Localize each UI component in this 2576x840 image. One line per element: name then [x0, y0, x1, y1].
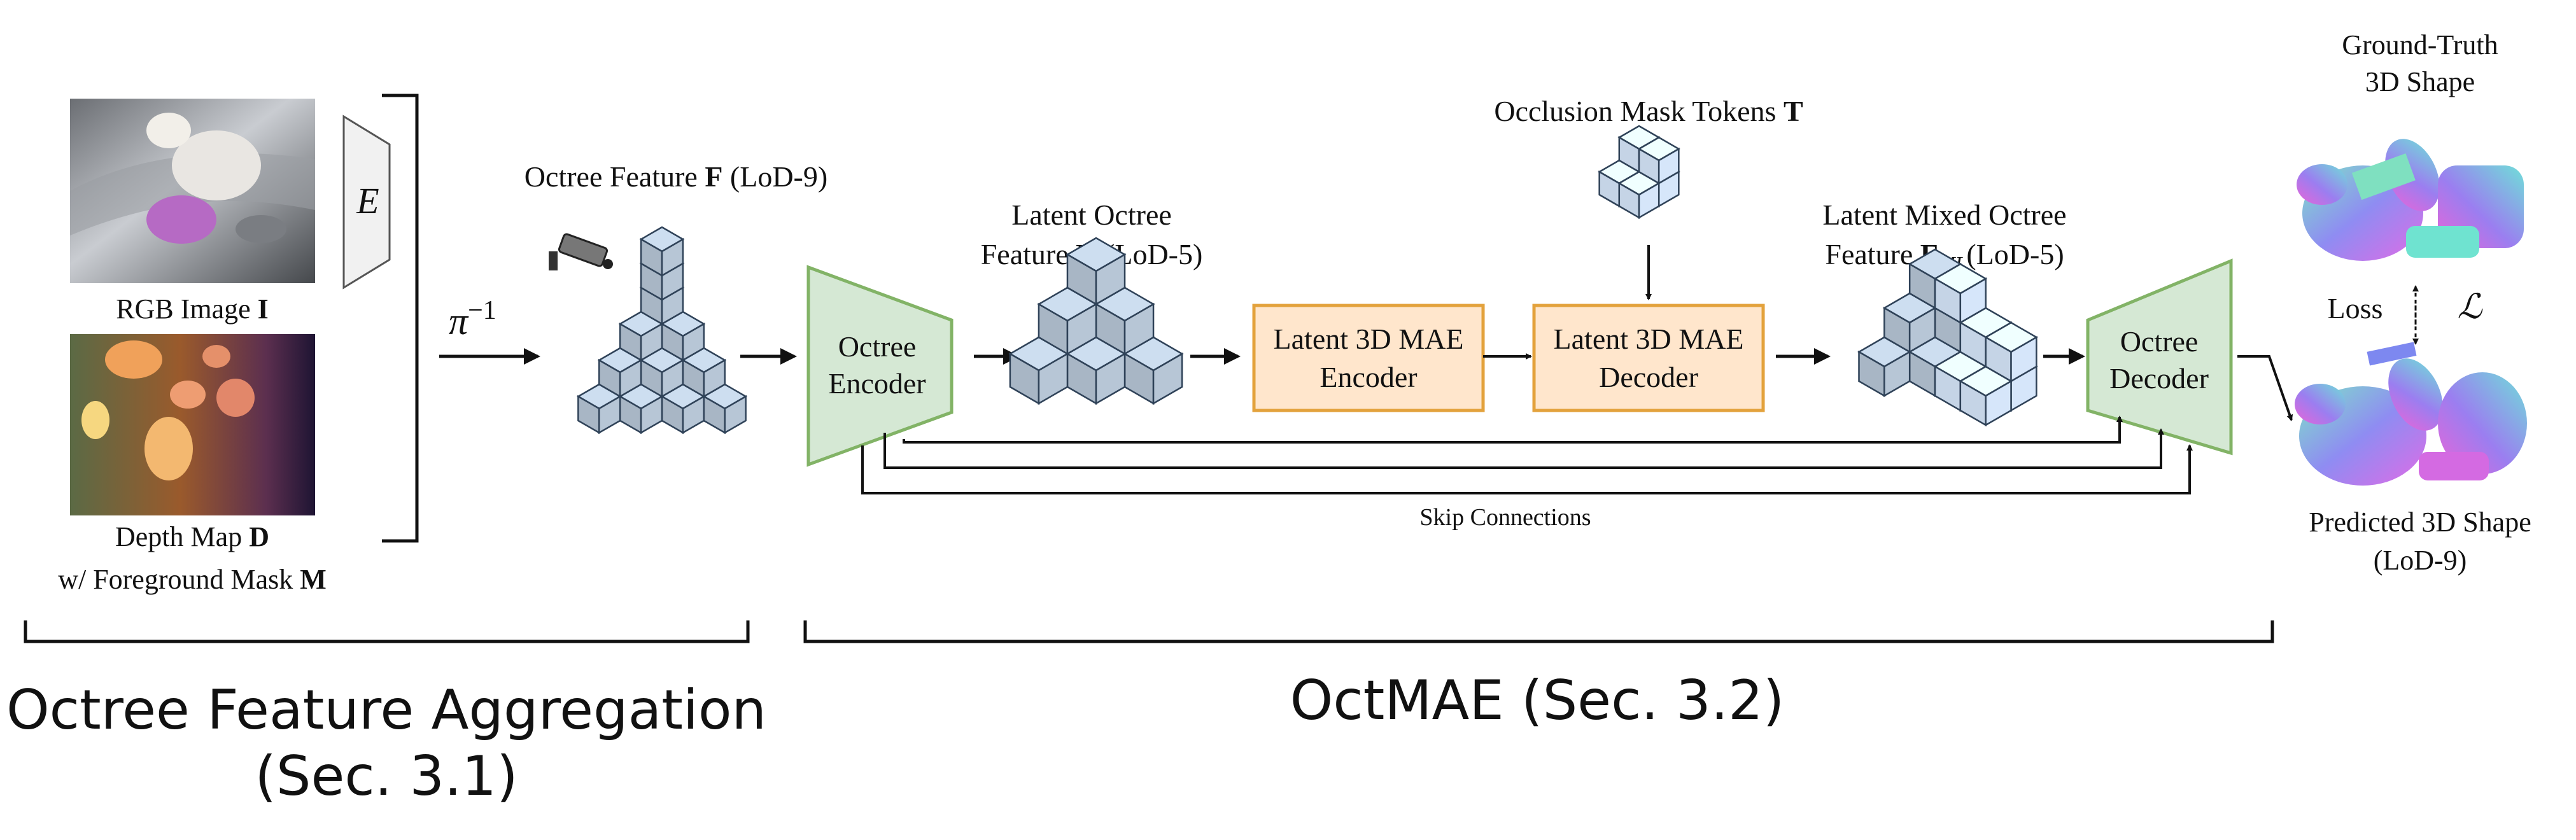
voxel — [1933, 263, 1988, 325]
octmae-section-label: OctMAE (Sec. 3.2) — [1290, 669, 1785, 732]
voxel — [1066, 237, 1127, 306]
octmae-bracket — [803, 620, 2274, 643]
image-encoder-trapezoid — [342, 115, 391, 290]
predicted-shape-label: Predicted 3D Shape(LoD-9) — [2309, 507, 2531, 576]
arrow-to-predicted-shape — [2237, 355, 2293, 421]
aggregation-section-label: Octree Feature Aggregation(Sec. 3.1) — [6, 678, 766, 808]
latent-octree-voxels — [1008, 237, 1184, 405]
ground-truth-shape — [2297, 139, 2524, 261]
rgb-image-label: RGB Image I — [116, 293, 269, 325]
image-encoder-symbol: E — [356, 180, 379, 221]
input-bracket — [382, 94, 419, 543]
octree-feature-label: Octree Feature F (LoD-9) — [524, 160, 827, 193]
mask-tokens-label: Occlusion Mask Tokens T — [1494, 95, 1803, 127]
rgb-image — [70, 99, 315, 283]
voxel — [1959, 365, 2013, 427]
octree-feature-voxels — [576, 226, 748, 435]
predicted-shape — [2295, 342, 2527, 486]
mae-decoder-box — [1532, 304, 1765, 412]
depth-map — [70, 334, 315, 515]
voxel — [618, 383, 664, 435]
voxel — [618, 311, 664, 362]
loss-label: Loss — [2328, 292, 2383, 325]
aggregation-bracket — [24, 620, 750, 643]
octree-decoder-trapezoid — [2086, 258, 2233, 456]
voxel — [702, 383, 748, 435]
voxel — [681, 347, 727, 398]
loss-symbol: ℒ — [2458, 288, 2483, 326]
voxel — [639, 226, 685, 277]
mae-encoder-box — [1252, 304, 1485, 412]
camera-icon — [549, 233, 613, 270]
skip-connections — [861, 416, 2193, 494]
voxel — [1637, 136, 1680, 185]
depth-map-label: Depth Map D — [115, 521, 269, 552]
voxel — [1857, 336, 1911, 398]
voxel — [1984, 321, 2038, 383]
projection-label: π−1 — [449, 296, 496, 342]
octree-encoder-trapezoid — [806, 265, 954, 467]
foreground-mask-label: w/ Foreground Mask M — [58, 564, 327, 595]
skip-connections-label: Skip Connections — [1419, 504, 1591, 531]
mask-token-voxels — [1598, 125, 1680, 220]
latent-mixed-voxels — [1857, 248, 2038, 427]
